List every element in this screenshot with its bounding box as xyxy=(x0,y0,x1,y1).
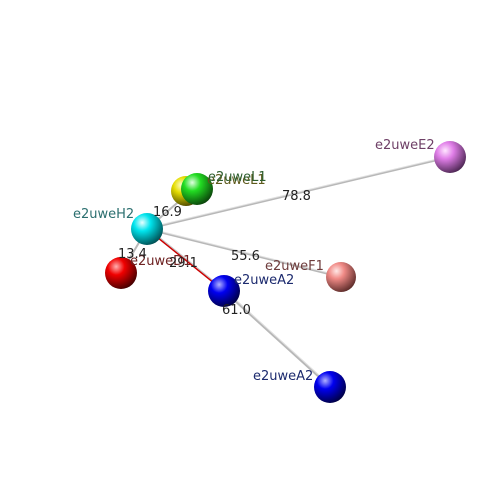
node-label-e2: e2uweE2 xyxy=(375,138,435,153)
edge-a2-a2 xyxy=(223,289,332,388)
edge-label-h2-l1: 16.9 xyxy=(153,205,182,220)
node-label-d1: e2uweD1 xyxy=(130,254,191,269)
node-label-l1a: e2uweL1 xyxy=(207,173,266,188)
node-label-h2: e2uweH2 xyxy=(73,207,134,222)
node-sphere-h2 xyxy=(131,213,163,245)
node-label-f1: e2uweF1 xyxy=(265,259,324,274)
node-sphere-l1b xyxy=(181,173,213,205)
edge-label-h2-a2: 29.1 xyxy=(169,256,198,271)
node-label-a2a: e2uweA2 xyxy=(234,273,294,288)
node-label-a2b: e2uweA2 xyxy=(253,369,313,384)
edge-label-h2-d1: 13.4 xyxy=(118,247,147,262)
node-sphere-a2a xyxy=(208,275,240,307)
edge-h2-f1 xyxy=(146,227,342,278)
edge-label-h2-f1: 55.6 xyxy=(231,249,260,264)
node-sphere-d1 xyxy=(105,257,137,289)
edge-label-h2-e2: 78.8 xyxy=(282,189,311,204)
node-sphere-a2b xyxy=(314,371,346,403)
node-label-l1b: e2uweL1 xyxy=(208,170,267,185)
edge-label-a2-a2: 61.0 xyxy=(222,303,251,318)
node-sphere-f1 xyxy=(326,262,356,292)
edge-h2-e2 xyxy=(146,155,451,230)
node-sphere-e2 xyxy=(434,141,466,173)
